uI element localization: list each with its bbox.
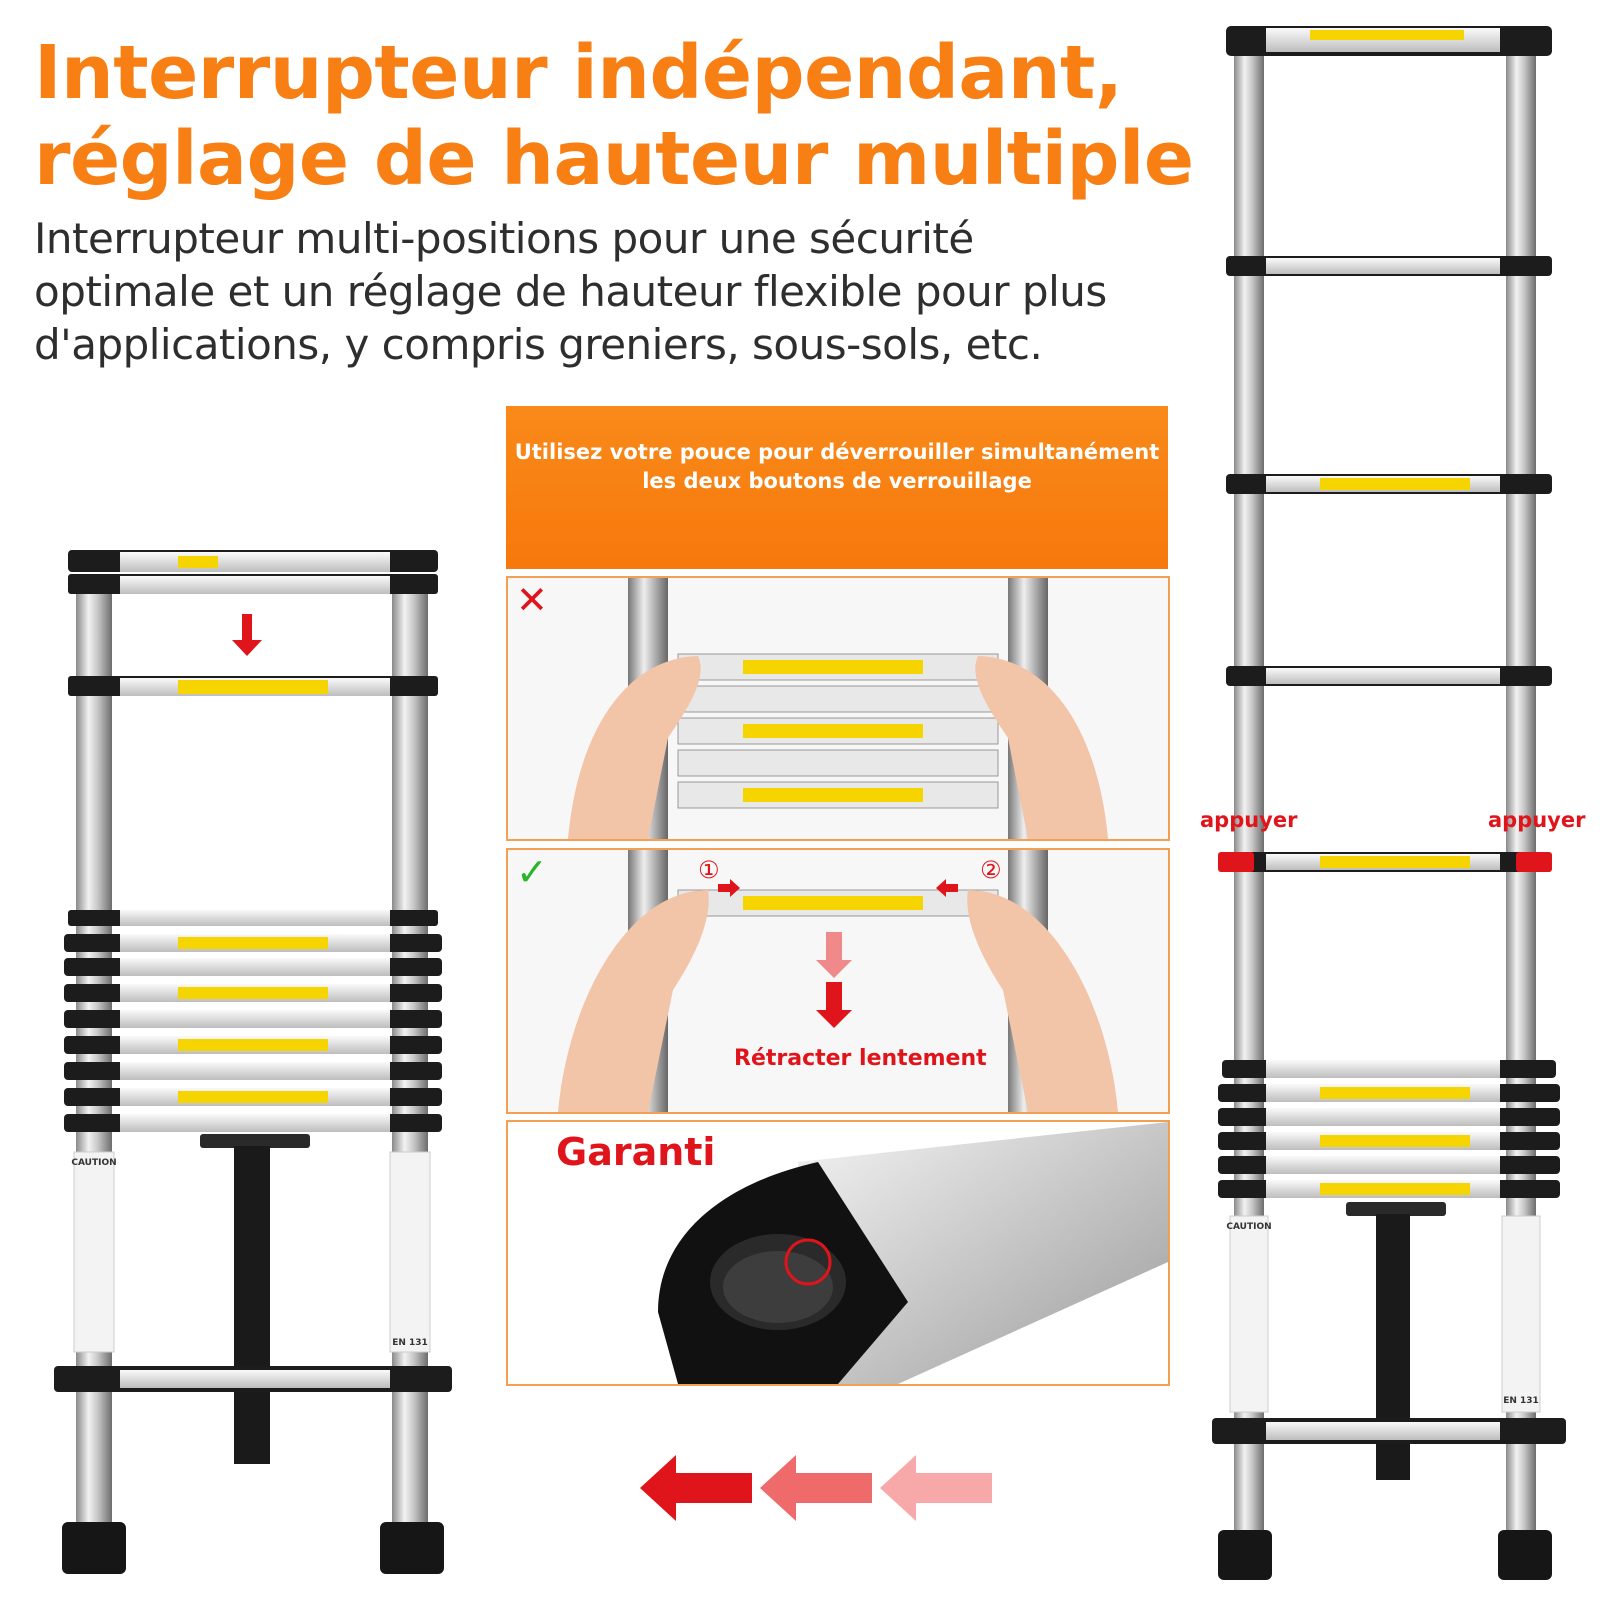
description-line-3: d'applications, y compris greniers, sous…	[34, 320, 1043, 369]
retract-direction-arrows	[640, 1455, 1000, 1521]
description-line-2: optimale et un réglage de hauteur flexib…	[34, 267, 1107, 316]
panel-wrong-usage: ✕	[506, 576, 1170, 841]
headline-line-1: Interrupteur indépendant,	[34, 30, 1123, 116]
instruction-banner: Utilisez votre pouce pour déverrouiller …	[506, 406, 1168, 569]
guarantee-caption: Garanti	[556, 1130, 716, 1174]
left-standard-label: EN 131	[392, 1338, 428, 1348]
lock-detail-illustration	[658, 1122, 1168, 1384]
cross-mark-icon: ✕	[516, 578, 548, 622]
wrong-usage-illustration	[568, 578, 1108, 839]
headline: Interrupteur indépendant, réglage de hau…	[34, 30, 1194, 202]
step-2-marker: ②	[980, 856, 1002, 884]
ladder-extended-illustration: CAUTION EN 131	[1210, 20, 1570, 1590]
correct-usage-illustration	[558, 850, 1118, 1112]
left-caution-label: CAUTION	[71, 1158, 117, 1168]
description: Interrupteur multi-positions pour une sé…	[34, 212, 1194, 371]
right-caution-label: CAUTION	[1226, 1222, 1272, 1232]
retract-caption: Rétracter lentement	[734, 1046, 987, 1071]
banner-line-2: les deux boutons de verrouillage	[642, 469, 1032, 493]
press-label-right: appuyer	[1488, 808, 1586, 832]
step-1-marker: ①	[698, 856, 720, 884]
check-mark-icon: ✓	[516, 850, 548, 894]
banner-line-1: Utilisez votre pouce pour déverrouiller …	[514, 440, 1160, 464]
headline-line-2: réglage de hauteur multiple	[34, 116, 1194, 202]
press-label-left: appuyer	[1200, 808, 1298, 832]
panel-lock-detail: Garanti	[506, 1120, 1170, 1386]
ladder-collapsed-illustration: CAUTION EN 131	[50, 548, 460, 1578]
panel-correct-usage: ✓ ① ② Rétracter lentement	[506, 848, 1170, 1114]
description-line-1: Interrupteur multi-positions pour une sé…	[34, 214, 974, 263]
right-standard-label: EN 131	[1503, 1396, 1539, 1406]
